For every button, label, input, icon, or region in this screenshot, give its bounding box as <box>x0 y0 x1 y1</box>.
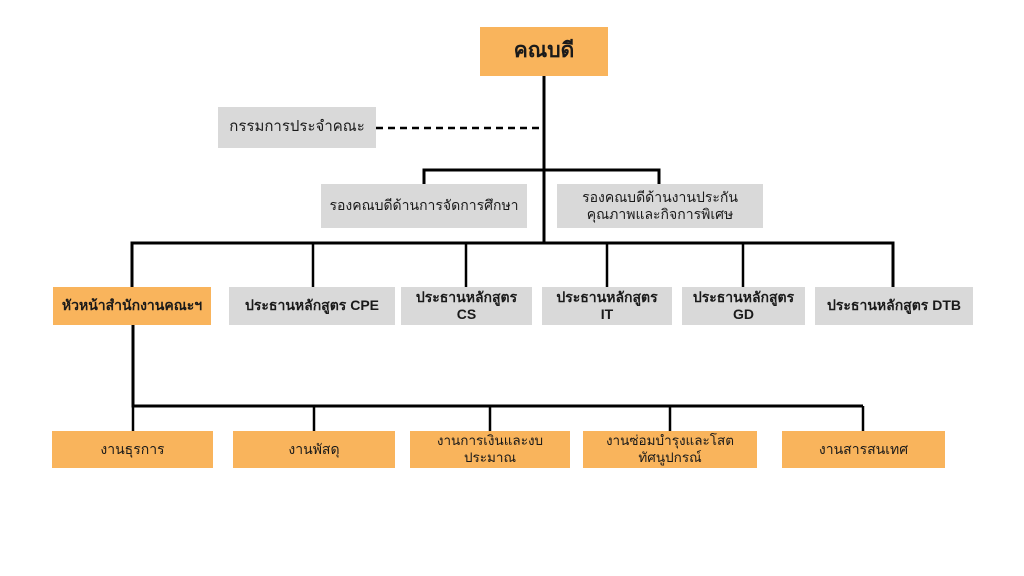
node-unit-administration: งานธุรการ <box>52 431 213 468</box>
line-office-rail <box>131 325 863 408</box>
node-unit-information-tech: งานสารสนเทศ <box>782 431 945 468</box>
node-faculty-committee-label: กรรมการประจำคณะ <box>229 118 365 136</box>
node-head-of-faculty-office-label: หัวหน้าสำนักงานคณะฯ <box>61 297 203 314</box>
node-dean: คณบดี <box>480 27 608 76</box>
line-level3-rail <box>130 241 895 287</box>
node-program-chair-cs-label: ประธานหลักสูตร CS <box>415 288 518 323</box>
node-program-chair-cs: ประธานหลักสูตร CS <box>401 287 532 325</box>
node-faculty-committee: กรรมการประจำคณะ <box>218 107 376 148</box>
node-program-chair-dtb: ประธานหลักสูตร DTB <box>815 287 973 325</box>
node-program-chair-cpe: ประธานหลักสูตร CPE <box>229 287 395 325</box>
node-program-chair-gd: ประธานหลักสูตร GD <box>682 287 805 325</box>
node-program-chair-gd-label: ประธานหลักสูตร GD <box>692 288 795 323</box>
node-program-chair-it-label: ประธานหลักสูตร IT <box>556 288 658 323</box>
node-unit-information-tech-label: งานสารสนเทศ <box>818 440 909 457</box>
node-vice-dean-quality: รองคณบดีด้านงานประกันคุณภาพและกิจการพิเศ… <box>557 184 763 228</box>
node-unit-administration-label: งานธุรการ <box>100 440 165 457</box>
node-unit-maintenance-av-label: งานซ่อมบำรุงและโสตทัศนูปกรณ์ <box>605 432 735 465</box>
node-program-chair-cpe-label: ประธานหลักสูตร CPE <box>244 297 380 314</box>
node-head-of-faculty-office: หัวหน้าสำนักงานคณะฯ <box>53 287 211 325</box>
node-vice-dean-education-label: รองคณบดีด้านการจัดการศึกษา <box>329 197 519 214</box>
node-vice-dean-education: รองคณบดีด้านการจัดการศึกษา <box>321 184 527 228</box>
node-vice-dean-quality-label: รองคณบดีด้านงานประกันคุณภาพและกิจการพิเศ… <box>582 188 738 223</box>
node-program-chair-dtb-label: ประธานหลักสูตร DTB <box>826 297 961 314</box>
node-unit-procurement-label: งานพัสดุ <box>288 440 340 457</box>
line-vice-dean-branch <box>422 168 661 184</box>
node-dean-label: คณบดี <box>513 39 575 63</box>
node-unit-maintenance-av: งานซ่อมบำรุงและโสตทัศนูปกรณ์ <box>583 431 757 468</box>
node-program-chair-it: ประธานหลักสูตร IT <box>542 287 672 325</box>
node-unit-procurement: งานพัสดุ <box>233 431 395 468</box>
node-unit-finance-budget: งานการเงินและงบประมาณ <box>410 431 570 468</box>
node-unit-finance-budget-label: งานการเงินและงบประมาณ <box>436 432 544 465</box>
